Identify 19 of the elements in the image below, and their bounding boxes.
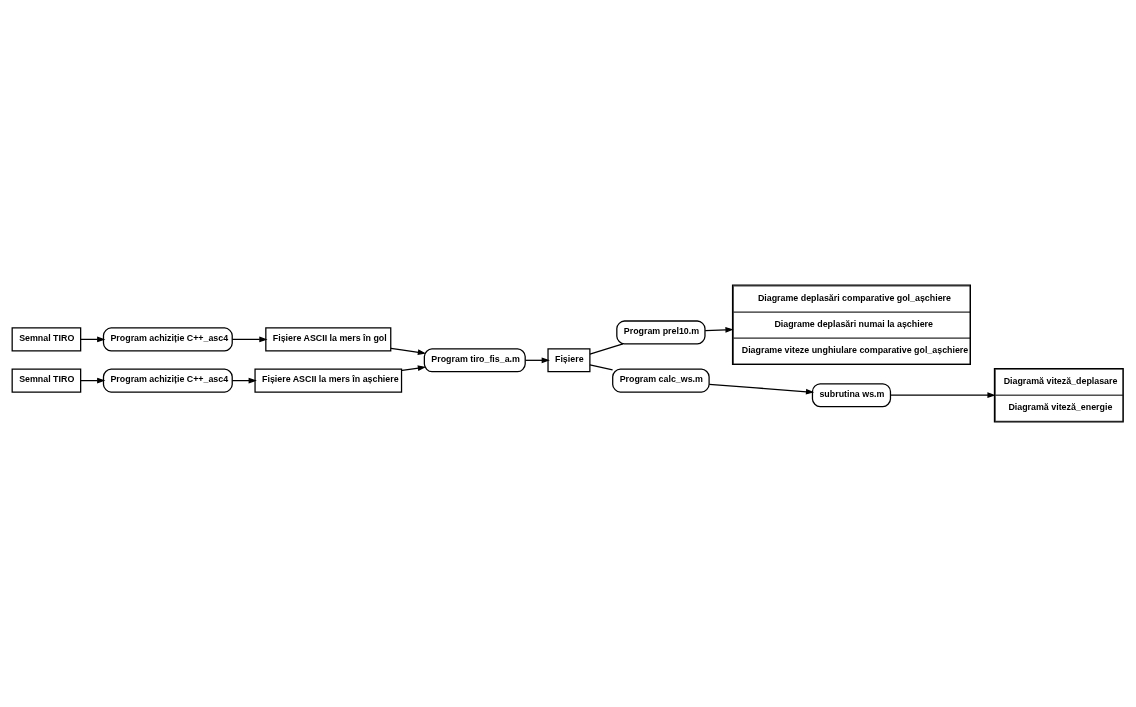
- node-box: Program tiro_fis_a.m: [423, 348, 526, 373]
- connector: [589, 343, 624, 355]
- arrow: [400, 365, 427, 372]
- node-box: Program achiziție C++_asc4: [102, 327, 233, 352]
- node-box: Program calc_ws.m: [612, 368, 710, 393]
- node-box: Fișiere ASCII la mers în gol: [265, 327, 392, 352]
- node-box: Fișiere ASCII la mers în așchiere: [254, 368, 403, 393]
- arrow: [390, 347, 427, 356]
- node-box: Semnal TIRO: [11, 368, 82, 393]
- node-box: Semnal TIRO: [11, 327, 82, 352]
- arrow: [708, 383, 815, 395]
- arrow: [231, 336, 268, 343]
- node-box: Program achiziție C++_asc4: [102, 368, 233, 393]
- node-box: Fișiere: [547, 348, 591, 373]
- arrow: [704, 326, 734, 333]
- node-box: subrutina ws.m: [811, 383, 892, 408]
- node-box: Program prel10.m: [616, 320, 706, 345]
- arrow: [890, 392, 996, 399]
- connector: [589, 364, 614, 371]
